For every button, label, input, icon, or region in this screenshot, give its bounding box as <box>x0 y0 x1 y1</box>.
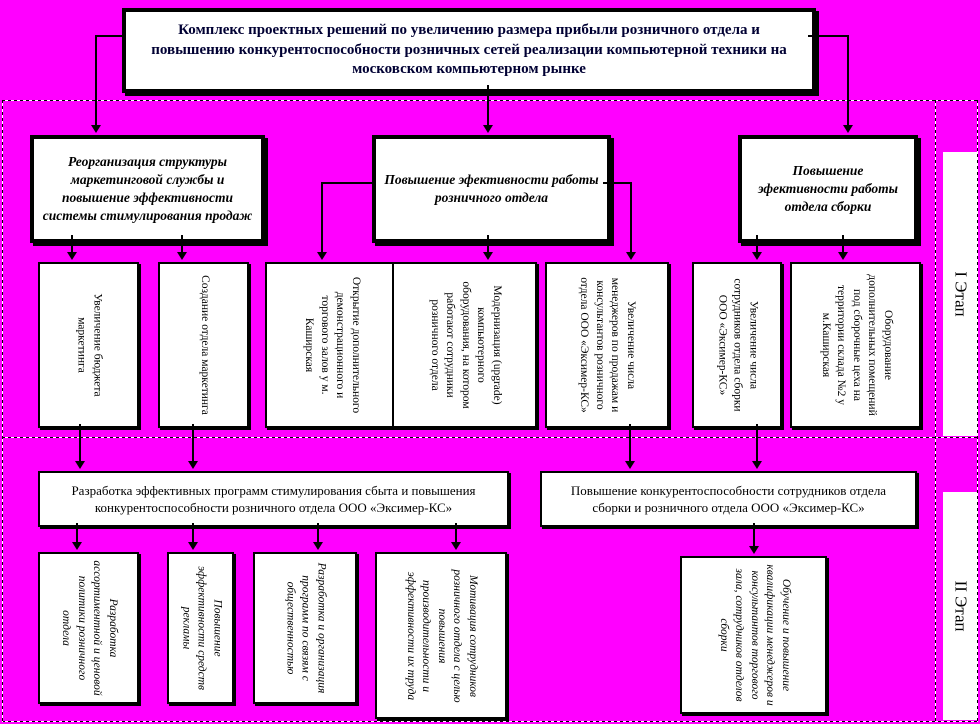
action-staff-training: Обучение и повышение квалификации менедж… <box>680 556 827 714</box>
program-staff-competitiveness: Повышение конкурентоспособности сотрудни… <box>540 471 917 527</box>
action-assortment-pricing: Разработка ассортиментной и ценовой поли… <box>38 552 139 704</box>
stage-frame-right-dashed <box>977 100 978 722</box>
arrow-down-icon <box>91 125 101 133</box>
connector-line <box>487 235 489 252</box>
stage-frame-left-dashed <box>2 100 3 722</box>
action-label: Увеличение числа менеджеров по продажам … <box>578 277 638 413</box>
page-title: Комплекс проектных решений по увеличению… <box>151 21 787 78</box>
connector-line <box>322 182 372 184</box>
action-label: Мотивация сотрудников розничного отдела … <box>404 568 479 703</box>
connector-line <box>321 182 323 252</box>
action-label: Увеличение бюджета маркетинга <box>75 293 104 397</box>
arrow-down-icon <box>838 252 848 260</box>
heading-retail-efficiency: Повышение эфективности работы розничного… <box>372 135 611 243</box>
stage-frame-top-dashed <box>2 100 978 101</box>
arrow-down-icon <box>483 252 493 260</box>
stage1-label-box: I Этап <box>943 152 977 436</box>
stage-label-column-dashed <box>935 100 936 722</box>
action-equip-premises: Оборудование дополнительных помещений по… <box>790 262 921 428</box>
action-advertising-efficiency: Повышение эффективности средств рекламы <box>167 552 234 704</box>
arrow-down-icon <box>188 461 198 469</box>
connector-line <box>181 235 183 252</box>
connector-line <box>192 424 194 461</box>
action-label: Разработка ассортиментной и ценовой поли… <box>59 560 119 696</box>
heading-marketing-reorganization: Реорганизация структуры маркетинговой сл… <box>30 135 265 243</box>
connector-line <box>95 35 97 125</box>
connector-line <box>71 235 73 252</box>
connector-line <box>630 182 632 252</box>
connector-line <box>455 523 457 542</box>
arrow-down-icon <box>75 461 85 469</box>
arrow-down-icon <box>749 546 759 554</box>
arrow-down-icon <box>67 252 77 260</box>
stage2-label-box: II Этап <box>943 492 977 720</box>
connector-line <box>96 35 122 37</box>
arrow-down-icon <box>313 542 323 550</box>
action-label: Модернизация (upgrade) компьютерного обо… <box>428 281 503 409</box>
stage2-label: II Этап <box>951 580 971 632</box>
arrow-down-icon <box>72 542 82 550</box>
action-label: Обучение и повышение квалификации менедж… <box>717 564 792 706</box>
arrow-down-icon <box>177 252 187 260</box>
connector-line <box>756 235 758 252</box>
action-pr-programs: Разработка и организация программ по свя… <box>253 552 357 704</box>
connector-line <box>756 424 758 461</box>
heading-label: Повышение эфективности работы отдела сбо… <box>757 163 899 214</box>
action-label: Оборудование дополнительных помещений по… <box>819 274 894 416</box>
connector-line <box>847 35 849 125</box>
stage-frame-bottom-dashed <box>2 721 978 722</box>
heading-label: Реорганизация структуры маркетинговой сл… <box>42 154 253 223</box>
arrow-down-icon <box>451 542 461 550</box>
stage1-label: I Этап <box>951 271 971 317</box>
arrow-down-icon <box>188 542 198 550</box>
program-sales-stimulation: Разработка эффективных программ стимулир… <box>38 471 509 527</box>
connector-line <box>808 35 849 37</box>
action-more-managers: Увеличение числа менеджеров по продажам … <box>545 262 669 428</box>
arrow-down-icon <box>752 461 762 469</box>
action-label: Создание отдела маркетинга <box>198 275 211 415</box>
action-new-showroom: Открытие дополнительного демонстрационно… <box>265 262 399 428</box>
arrow-down-icon <box>843 125 853 133</box>
heading-assembly-efficiency: Повышение эфективности работы отдела сбо… <box>738 135 918 243</box>
connector-line <box>603 182 631 184</box>
action-marketing-budget: Увеличение бюджета маркетинга <box>38 262 139 428</box>
arrow-down-icon <box>626 252 636 260</box>
action-marketing-department: Создание отдела маркетинга <box>158 262 249 428</box>
title-box: Комплекс проектных решений по увеличению… <box>122 8 816 93</box>
action-more-assembly-staff: Увеличение числа сотрудников отдела сбор… <box>692 262 782 428</box>
connector-line <box>79 424 81 461</box>
arrow-down-icon <box>317 252 327 260</box>
connector-line <box>842 235 844 252</box>
action-label: Разработка и организация программ по свя… <box>284 562 328 694</box>
action-label: Повышение эффективности средств рекламы <box>179 565 223 690</box>
action-label: Увеличение числа сотрудников отдела сбор… <box>716 278 760 412</box>
action-label: Открытие дополнительного демонстрационно… <box>303 276 363 414</box>
connector-line <box>753 523 755 546</box>
arrow-down-icon <box>625 461 635 469</box>
connector-line <box>317 523 319 542</box>
connector-line <box>192 523 194 542</box>
connector-line <box>487 85 489 125</box>
connector-line <box>629 424 631 461</box>
program-label: Повышение конкурентоспособности сотрудни… <box>570 482 887 515</box>
arrow-down-icon <box>483 125 493 133</box>
action-hardware-upgrade: Модернизация (upgrade) компьютерного обо… <box>392 262 537 428</box>
arrow-down-icon <box>752 252 762 260</box>
heading-label: Повышение эфективности работы розничного… <box>384 172 599 205</box>
action-staff-motivation: Мотивация сотрудников розничного отдела … <box>375 552 507 719</box>
connector-line <box>76 523 78 542</box>
stage-divider-dashed <box>2 437 978 438</box>
program-label: Разработка эффективных программ стимулир… <box>71 482 476 515</box>
